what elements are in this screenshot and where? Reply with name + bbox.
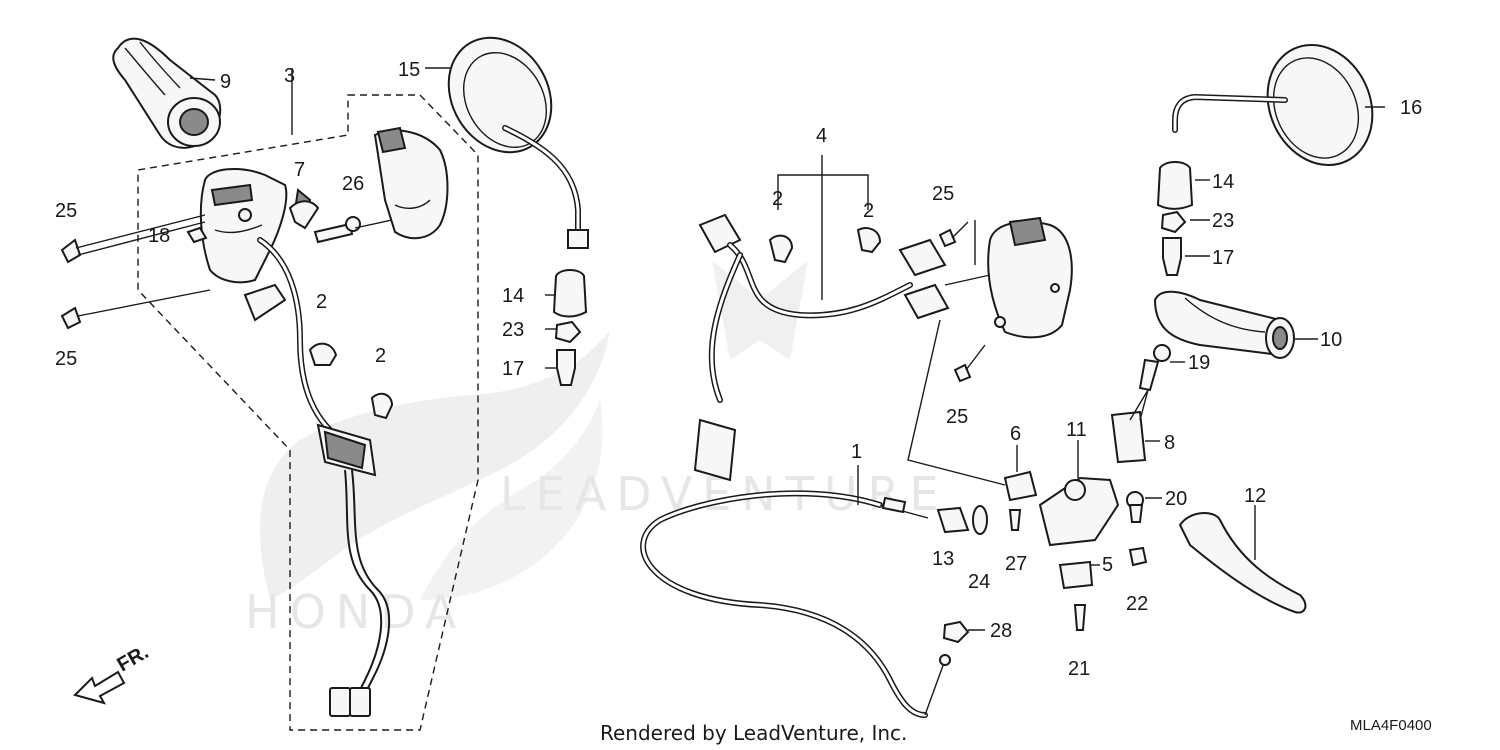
left-switch-housing	[199, 168, 312, 284]
callout-22: 22	[1126, 593, 1148, 615]
screw-25-left-lower	[60, 289, 211, 330]
clip-7	[288, 200, 320, 230]
left-switch-cover	[373, 126, 449, 240]
callout-3: 3	[284, 65, 295, 87]
leader-lines	[189, 67, 1385, 631]
callout-2-left-b: 2	[375, 345, 386, 367]
screw-25-left-upper	[60, 214, 206, 264]
right-grip-part-10	[1153, 290, 1295, 359]
nut-18	[186, 226, 208, 244]
callout-12: 12	[1244, 485, 1266, 507]
fr-label: FR.	[114, 641, 153, 676]
holder-part-8	[1110, 410, 1147, 464]
right-switch-housing	[944, 216, 1073, 339]
switch-part-6	[1003, 470, 1038, 502]
callout-25-center-upper: 25	[932, 183, 954, 205]
callout-21: 21	[1068, 658, 1090, 680]
callout-17-left: 17	[502, 358, 524, 380]
callout-28: 28	[990, 620, 1012, 642]
callout-17-right: 17	[1212, 247, 1234, 269]
nut-23-right	[1160, 210, 1187, 234]
clip-2-left-b	[370, 392, 394, 420]
callout-labels: 9 3 15 7 26 25 18 25 2 2 14 23 17 4 2 2 …	[55, 59, 1422, 680]
screw-21	[1073, 604, 1087, 631]
callout-10: 10	[1320, 329, 1342, 351]
switch-part-5	[1058, 560, 1094, 590]
callout-14-right: 14	[1212, 171, 1234, 193]
adjuster-13	[936, 506, 970, 534]
screw-27	[1008, 509, 1022, 531]
callout-19: 19	[1188, 352, 1210, 374]
nut-28	[942, 620, 970, 644]
lever-bracket-part-11	[1038, 476, 1120, 547]
nut-23-left	[554, 320, 582, 344]
left-mirror-part-15	[447, 36, 589, 249]
callout-2-center-b: 2	[863, 200, 874, 222]
footer-credit: Rendered by LeadVenture, Inc.	[600, 721, 907, 745]
diagram-code: MLA4F0400	[1350, 717, 1432, 734]
screw-25-center-upper	[938, 221, 969, 248]
bolt-17-right	[1162, 237, 1182, 276]
leader-switch-to-6	[907, 319, 1006, 486]
callout-16: 16	[1400, 97, 1422, 119]
left-switch-harness	[243, 237, 391, 717]
clutch-lever-part-12	[1178, 512, 1307, 614]
callout-14-left: 14	[502, 285, 524, 307]
callout-5: 5	[1102, 554, 1113, 576]
callout-2-left-a: 2	[316, 291, 327, 313]
adapter-14-right	[1156, 161, 1194, 210]
callout-26: 26	[342, 173, 364, 195]
front-direction-arrow: FR.	[73, 641, 153, 705]
pivot-bolt-20	[1126, 491, 1144, 523]
callout-27: 27	[1005, 553, 1027, 575]
callout-23-left: 23	[502, 319, 524, 341]
callout-9: 9	[220, 71, 231, 93]
honda-watermark-text: HONDA	[245, 585, 466, 639]
harness-part-4	[693, 155, 950, 482]
callout-4: 4	[816, 125, 827, 147]
callout-15: 15	[398, 59, 420, 81]
leadventure-watermark: LEADVENTURE	[500, 260, 939, 521]
clip-2-left-a	[308, 342, 338, 366]
callout-18: 18	[148, 225, 170, 247]
callout-25-left-upper: 25	[55, 200, 77, 222]
bolt-17-left	[556, 349, 576, 386]
callout-7: 7	[294, 159, 305, 181]
adapter-14-left	[552, 269, 588, 318]
screw-25-center-lower	[953, 344, 986, 383]
callout-20: 20	[1165, 488, 1187, 510]
callout-8: 8	[1164, 432, 1175, 454]
callout-6: 6	[1010, 423, 1021, 445]
callout-11: 11	[1066, 419, 1087, 441]
callout-2-center-a: 2	[772, 188, 783, 210]
nut-24	[972, 505, 988, 535]
bolt-26	[313, 216, 393, 244]
right-mirror-part-16	[1172, 43, 1374, 167]
callout-23-right: 23	[1212, 210, 1234, 232]
switch-assembly-group-outline	[137, 68, 479, 731]
callout-13: 13	[932, 548, 954, 570]
callout-25-left-lower: 25	[55, 348, 77, 370]
nut-22	[1128, 546, 1148, 567]
clip-2-center-b	[856, 227, 882, 254]
left-grip-part-9	[112, 37, 222, 149]
callout-25-center-lower: 25	[946, 406, 968, 428]
callout-1: 1	[851, 441, 862, 463]
clip-2-center-a	[768, 234, 794, 264]
bolt-19	[1129, 344, 1171, 421]
clutch-cable-part-1	[640, 490, 951, 718]
callout-24: 24	[968, 571, 990, 593]
